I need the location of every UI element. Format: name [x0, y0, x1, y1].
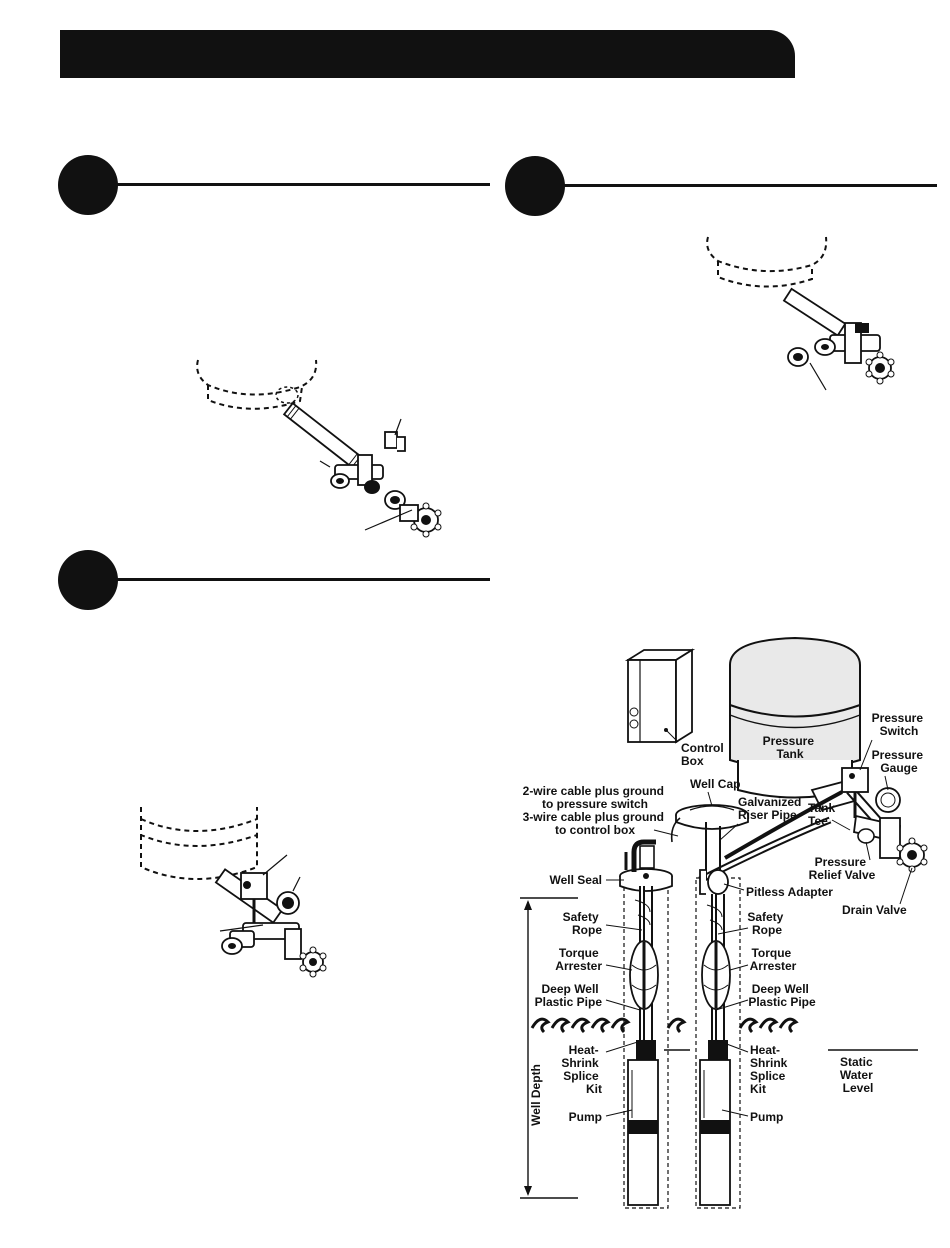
label-pump-right: Pump: [750, 1110, 783, 1124]
control-box: [624, 648, 696, 744]
step-2-rule: [561, 184, 937, 187]
step-2-circle: [505, 156, 565, 216]
label-pitless-adapter: Pitless Adapter: [746, 885, 833, 899]
label-well-depth: Well Depth: [529, 1064, 543, 1126]
label-cable-2wire: 2-wire cable plus ground to pressure swi…: [523, 784, 668, 811]
label-deep-well-pipe-right: Deep Well Plastic Pipe: [748, 982, 816, 1009]
switch-gauge-illustration: [140, 807, 327, 978]
label-deep-well-pipe-left: Deep Well Plastic Pipe: [535, 982, 603, 1009]
well-cap: [670, 804, 749, 843]
tank-tee-parts-illustration: [196, 359, 442, 538]
label-pump-left: Pump: [569, 1110, 602, 1124]
label-safety-rope-left: Safety Rope: [563, 910, 603, 937]
well-depth-dimension: [520, 897, 578, 1199]
label-pressure-relief-valve: Pressure Relief Valve: [809, 855, 876, 882]
label-well-seal: Well Seal: [550, 873, 602, 887]
label-pressure-switch: Pressure Switch: [872, 711, 927, 738]
label-galvanized-riser-pipe: Galvanized Riser Pipe: [738, 795, 805, 822]
step-3-rule: [114, 578, 490, 581]
step-3-circle: [58, 550, 118, 610]
right-well: [695, 822, 741, 1209]
pressure-tank: [729, 636, 861, 799]
label-control-box: Control Box: [681, 741, 727, 768]
label-cable-3wire: 3-wire cable plus ground to control box: [523, 810, 668, 837]
label-torque-arrester-right: Torque Arrester: [750, 946, 797, 973]
label-pressure-tank: Pressure Tank: [763, 734, 818, 761]
tank-tee-connected-illustration: [706, 236, 895, 391]
leader-lines: [605, 729, 913, 1117]
label-drain-valve: Drain Valve: [842, 903, 907, 917]
label-well-cap: Well Cap: [690, 777, 740, 791]
label-safety-rope-right: Safety Rope: [747, 910, 786, 937]
step-1-rule: [114, 183, 490, 186]
label-tank-tee: Tank Tee: [808, 801, 838, 828]
label-pressure-gauge: Pressure Gauge: [872, 748, 927, 775]
water-waves: [530, 1017, 799, 1034]
left-well: [619, 839, 673, 1209]
label-heat-shrink-right: Heat- Shrink Splice Kit: [750, 1043, 791, 1096]
label-static-water-level: Static Water Level: [840, 1055, 876, 1095]
step-1-circle: [58, 155, 118, 215]
section-header-bar: [60, 30, 795, 78]
label-torque-arrester-left: Torque Arrester: [555, 946, 602, 973]
label-heat-shrink-left: Heat- Shrink Splice Kit: [561, 1043, 602, 1096]
